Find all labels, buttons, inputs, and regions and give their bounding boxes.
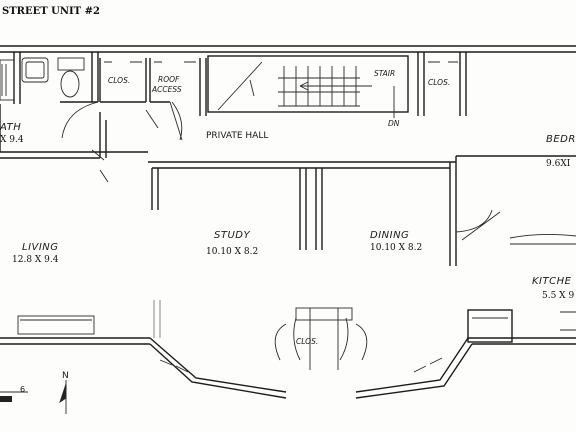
stair-label: STAIR (374, 69, 395, 78)
kitchen-label: KITCHE (532, 276, 572, 287)
stair: STAIR DN (207, 55, 409, 128)
private-hall-label: PRIVATE HALL (206, 131, 268, 141)
closet-roof-area: CLOS. ROOF ACCESS (99, 58, 207, 141)
bedroom-label: BEDR (546, 134, 576, 145)
bedroom-dimension: 9.6XI (546, 159, 571, 169)
closet-2-label: CLOS. (428, 78, 450, 87)
scale-bar: 6 (0, 385, 28, 402)
dining-dimension: 10.10 X 8.2 (370, 243, 422, 253)
closet-3-label: CLOS. (296, 337, 318, 346)
living-label: LIVING (22, 242, 59, 253)
roof-label: ROOF (158, 75, 180, 84)
roof-access-label: ACCESS (151, 85, 182, 94)
north-label: N (62, 371, 69, 381)
bath-label: ATH (0, 122, 21, 133)
study-label: STUDY (214, 230, 250, 241)
living-dimension: 12.8 X 9.4 (12, 255, 59, 265)
study-dimension: 10.10 X 8.2 (206, 247, 258, 257)
scale-label: 6 (20, 385, 25, 394)
bottom-fixtures: CLOS. (17, 300, 576, 370)
down-label: DN (388, 119, 400, 128)
bath-dimension: X 9.4 (0, 135, 24, 145)
bath-area: ATH X 9.4 (0, 52, 109, 183)
closet-1-label: CLOS. (108, 76, 130, 85)
closet-2: CLOS. (417, 52, 467, 116)
north-arrow: N (59, 371, 69, 414)
kitchen-dimension: 5.5 X 9 (542, 291, 574, 301)
hall-and-interior: PRIVATE HALL (148, 131, 576, 266)
outer-walls (0, 45, 576, 399)
plan-title: STREET UNIT #2 (2, 6, 100, 17)
dining-label: DINING (370, 230, 409, 241)
